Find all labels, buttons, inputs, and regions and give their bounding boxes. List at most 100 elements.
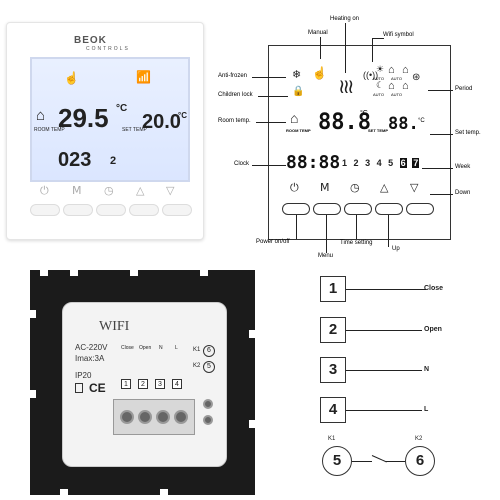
set-temp-value: 20.0 <box>142 111 181 133</box>
terminal-name-1: Close <box>121 345 134 351</box>
voltage-label: AC-220V <box>75 343 108 352</box>
double-insulation-icon <box>75 383 83 393</box>
screw-1 <box>120 410 134 424</box>
diagram-key-symbols: ⏻ M ◷ △ ▽ <box>290 181 430 195</box>
relay-k1-label: K1 <box>328 436 336 442</box>
week-day-7: 7 <box>412 158 420 168</box>
label-period: Period <box>455 86 473 92</box>
room-house-icon: ⌂ <box>290 110 299 126</box>
label-wifi-symbol: Wifi symbol <box>383 32 414 38</box>
terminal-name-3: N <box>159 345 163 351</box>
wiring-label-4: L <box>424 406 429 413</box>
wiring-label-1: Close <box>424 285 444 292</box>
power-symbol: ⏻ <box>40 184 49 197</box>
screw-2 <box>138 410 152 424</box>
ip-label: IP20 <box>75 371 92 380</box>
seg-clock: 88:88 <box>286 152 341 173</box>
diag-down-symbol: ▽ <box>410 181 419 194</box>
auto-label-2: AUTO <box>391 76 403 81</box>
terminal-4: 4 <box>172 379 182 389</box>
room-unit: °C <box>116 103 128 114</box>
moon-icon: ☾ <box>376 80 385 90</box>
terminal-1: 1 <box>121 379 131 389</box>
label-menu: Menu <box>318 253 334 259</box>
seg-set-unit: °C <box>418 118 425 124</box>
wiring-box-1: 1 <box>320 276 346 302</box>
wiring-label-3: N <box>424 366 430 373</box>
screw-4 <box>174 410 188 424</box>
clock-symbol: ◷ <box>104 184 114 197</box>
terminal-block <box>113 399 195 435</box>
diag-time-key[interactable] <box>344 203 372 215</box>
menu-symbol: M <box>72 184 82 197</box>
manual-icon: ☝ <box>64 71 79 85</box>
week-day-1: 1 <box>342 158 348 168</box>
front-key-symbols: ⏻ M ◷ △ ▽ <box>16 182 192 202</box>
lcd-screen: ☝ 📶 ⌂ ROOM TEMP 29.5 °C SET TEMP 20.0 °C… <box>30 57 190 182</box>
lock-icon: 🔒 <box>292 86 305 97</box>
terminal-numbers: 1 2 3 4 <box>121 379 191 391</box>
label-children-lock: Children lock <box>218 92 253 98</box>
diag-menu-key[interactable] <box>313 203 341 215</box>
down-symbol: ▽ <box>166 184 175 197</box>
brand-sub: CONTROLS <box>86 46 130 52</box>
day-value: 2 <box>110 155 117 167</box>
k-terminal-5: 5 <box>203 361 215 373</box>
time-key[interactable] <box>96 204 126 216</box>
auto-label-4: AUTO <box>391 92 403 97</box>
week-days: 1 2 3 4 5 6 7 <box>342 158 420 168</box>
seg-room-temp: 88.8 <box>318 110 371 135</box>
wiring-legend: 1 Close 2 Open 3 N 4 L <box>320 276 490 436</box>
k2-label: K2 <box>193 363 201 369</box>
screw-k1 <box>203 399 213 409</box>
heating-icon: ≀≀≀ <box>338 76 354 98</box>
label-manual: Manual <box>308 30 328 36</box>
down-key[interactable] <box>162 204 192 216</box>
period-house-icon-4: ⌂ <box>402 80 409 92</box>
terminal-2: 2 <box>138 379 148 389</box>
clock-value: 023 <box>58 149 92 171</box>
period-house-icon-1: ⌂ <box>388 64 395 76</box>
label-heating-on: Heating on <box>330 16 360 22</box>
relay-switch <box>371 455 387 463</box>
label-power: Power on/off <box>256 239 290 245</box>
diagram-keys <box>282 203 442 217</box>
set-temp-label: SET TEMP <box>122 127 147 133</box>
label-week: Week <box>455 164 471 170</box>
label-set-temp: Set temp. <box>455 130 481 136</box>
relay-terminal-6: 6 <box>405 446 435 476</box>
screen-set-temp: SET TEMP <box>368 128 389 133</box>
terminal-name-2: Open <box>139 345 152 351</box>
week-day-6: 6 <box>399 158 407 168</box>
diag-up-symbol: △ <box>380 181 389 194</box>
room-temp-label: ROOM TEMP <box>34 127 65 133</box>
diag-up-key[interactable] <box>375 203 403 215</box>
screen-room-temp: ROOM TEMP <box>286 128 311 133</box>
diag-power-key[interactable] <box>282 203 310 215</box>
wiring-module: WIFI AC-220V Imax:3A IP20 CE Close Open … <box>62 302 227 467</box>
current-label: Imax:3A <box>75 354 105 363</box>
period-house-icon-2: ⌂ <box>402 64 409 76</box>
hand-icon: ☝ <box>312 66 327 80</box>
auto-label-3: AUTO <box>373 92 385 97</box>
sun-icon: ☀ <box>376 64 385 74</box>
week-day-5: 5 <box>388 158 394 168</box>
label-clock: Clock <box>234 161 250 167</box>
menu-key[interactable] <box>63 204 93 216</box>
label-down: Down <box>455 190 471 196</box>
power-key[interactable] <box>30 204 60 216</box>
brand-logo: BEOK CONTROLS <box>74 35 130 52</box>
set-unit: °C <box>178 111 187 120</box>
seg-room-unit: °C <box>360 110 368 117</box>
up-key[interactable] <box>129 204 159 216</box>
week-day-4: 4 <box>376 158 382 168</box>
diag-down-key[interactable] <box>406 203 434 215</box>
label-anti-frozen: Anti-frozen <box>218 73 248 79</box>
relay-terminal-5: 5 <box>322 446 352 476</box>
ce-mark: CE <box>89 381 106 395</box>
seg-set-temp: 88. <box>388 114 419 134</box>
wiring-box-2: 2 <box>320 317 346 343</box>
wifi-screen-icon: ((•)) <box>363 70 379 80</box>
screw-k2 <box>203 415 213 425</box>
screw-3 <box>156 410 170 424</box>
